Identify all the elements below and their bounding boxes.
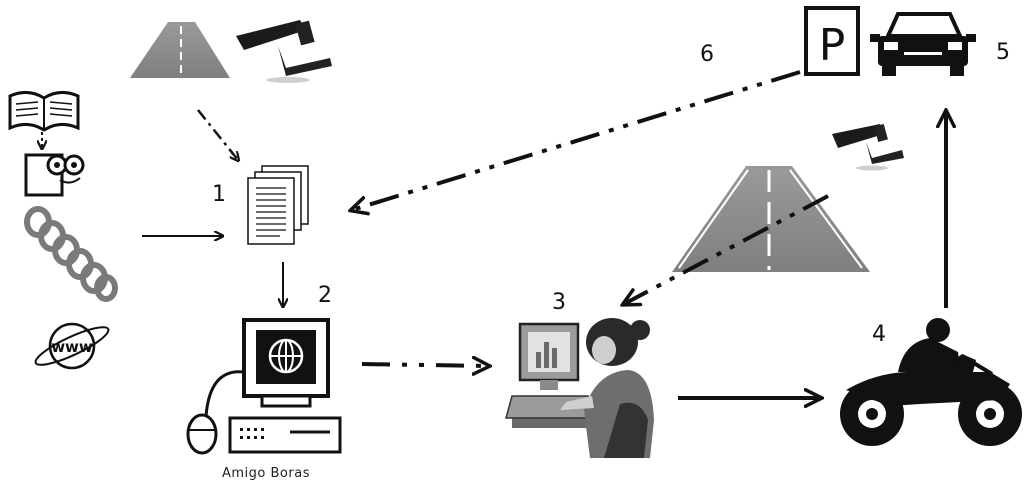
motorcycle-icon xyxy=(840,318,1022,446)
www-text: www xyxy=(51,338,93,356)
documents-icon xyxy=(247,165,309,245)
step-number-1: 1 xyxy=(212,182,226,207)
chain-icon xyxy=(24,206,118,302)
step-number-2: 2 xyxy=(318,283,332,308)
step-number-3: 3 xyxy=(552,290,566,315)
arrow-parking-to-documents xyxy=(352,70,801,210)
road-icon xyxy=(672,166,870,272)
arrow-computer-to-operator xyxy=(361,364,488,366)
clipboard-character-icon xyxy=(24,153,85,197)
computer-caption: Amigo Boras xyxy=(222,466,310,481)
computer-icon xyxy=(186,318,342,455)
step-number-5: 5 xyxy=(996,40,1010,65)
cctv-camera-icon xyxy=(832,123,904,171)
www-globe-icon: www xyxy=(34,322,110,370)
step-number-4: 4 xyxy=(872,322,886,347)
open-book-icon xyxy=(8,91,80,132)
cctv-camera-icon xyxy=(236,20,332,83)
arrow-road-camera-to-documents xyxy=(197,109,238,160)
step-number-6: 6 xyxy=(700,42,714,67)
car-icon xyxy=(870,12,976,76)
parking-sign-icon: P xyxy=(804,6,860,76)
operator-at-desk-icon xyxy=(505,318,654,458)
arrow-camera-to-operator xyxy=(624,194,829,304)
parking-sign-letter: P xyxy=(819,20,846,71)
road-icon xyxy=(130,22,230,78)
